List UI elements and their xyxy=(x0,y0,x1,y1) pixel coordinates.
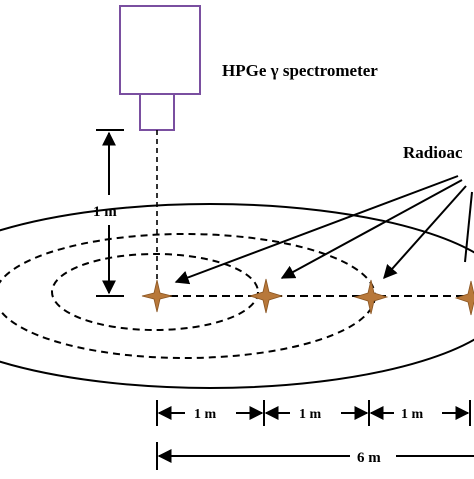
source-star-icon-4 xyxy=(454,280,474,316)
sources-label: Radioac xyxy=(403,143,463,162)
source-star-icon-2 xyxy=(248,278,284,314)
source-star-icon-3 xyxy=(353,279,389,315)
detector-label: HPGe γ spectrometer xyxy=(222,61,378,80)
detector-head xyxy=(139,93,175,131)
spacing-label-3: 1 m xyxy=(401,407,424,422)
outer-area-ellipse xyxy=(0,203,474,389)
height-label: 1 m xyxy=(93,204,117,220)
pointer-arrow-4 xyxy=(464,191,473,263)
dashed-ring-small xyxy=(51,253,259,331)
pointer-arrow-2 xyxy=(280,179,463,279)
source-star-icon-1 xyxy=(141,279,173,313)
pointer-arrow-3 xyxy=(383,185,467,280)
spacing-label-1: 1 m xyxy=(194,407,217,422)
spacing-label-2: 1 m xyxy=(299,407,322,422)
pointer-arrow-1 xyxy=(174,175,459,285)
detector-body xyxy=(119,5,201,95)
total-label: 6 m xyxy=(357,450,381,466)
